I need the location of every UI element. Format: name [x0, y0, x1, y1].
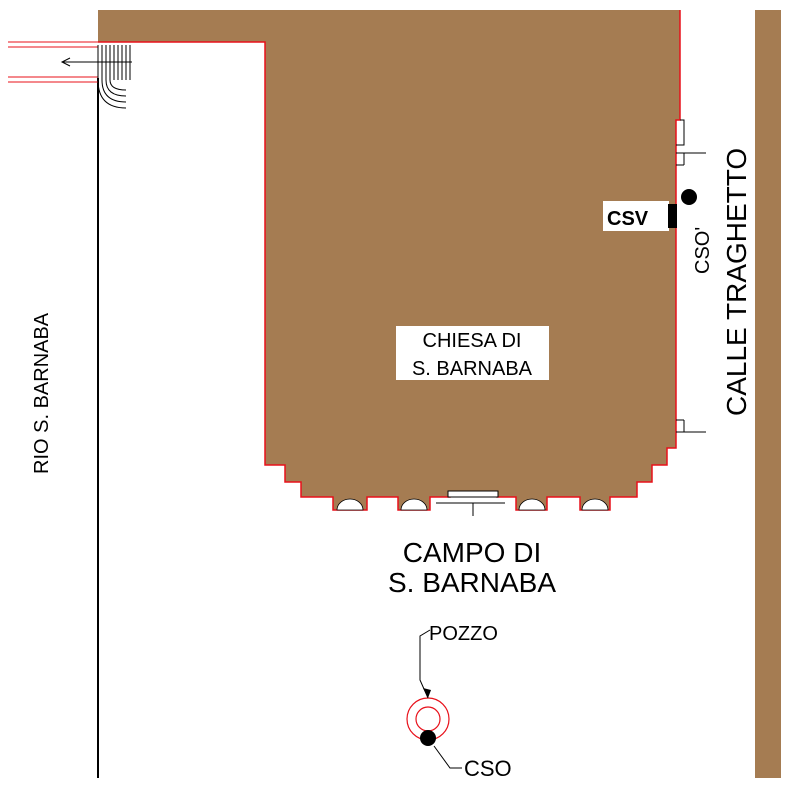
cso-leader-line: [433, 745, 462, 769]
campo-label-line2: S. BARNABA: [388, 567, 556, 598]
church-building: [98, 10, 680, 510]
rio-label: RIO S. BARNABA: [31, 312, 53, 474]
pozzo-leader-arrow: [423, 688, 431, 698]
staircase-icon: [8, 41, 132, 109]
calle-label: CALLE TRAGHETTO: [721, 148, 752, 416]
church-label-line2: S. BARNABA: [412, 358, 533, 380]
church-label-box: [396, 326, 549, 380]
well-inner-ring: [415, 706, 441, 732]
niche: [400, 498, 428, 511]
side-door-marks: [676, 119, 706, 433]
niche: [336, 498, 364, 511]
niche: [518, 498, 546, 511]
csv-label: CSV: [607, 208, 649, 230]
pozzo-label: POZZO: [429, 623, 498, 645]
campo-label-line1: CAMPO DI: [403, 537, 541, 568]
cso-label: CSO: [464, 756, 512, 781]
filled-circle-icon: [681, 189, 697, 205]
niche: [581, 498, 609, 511]
csv-label-box: [603, 201, 669, 231]
entrance-marks: [436, 490, 505, 516]
cso-prime-label: CSO': [692, 227, 714, 274]
facade-niches: [336, 498, 609, 511]
calle-strip: [755, 10, 781, 778]
cso-marker-icon: [420, 730, 436, 746]
church-label-line1: CHIESA DI: [423, 330, 522, 352]
filled-rectangle-icon: [668, 204, 677, 228]
